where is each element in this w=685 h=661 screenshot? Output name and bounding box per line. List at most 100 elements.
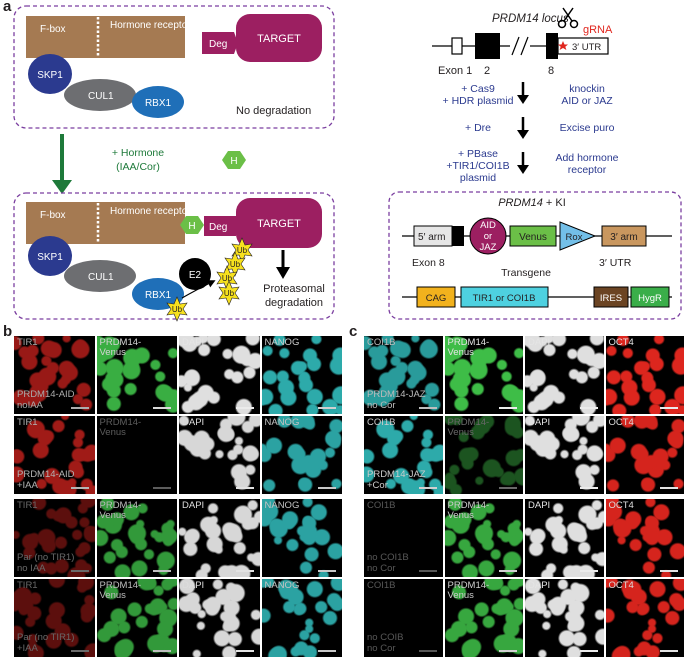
marker-label-line2: Venus [447, 590, 474, 601]
ub-label-3: Ub [222, 274, 233, 283]
marker-label: OCT4 [608, 337, 634, 348]
skp1-shape [28, 54, 72, 94]
scale-bar [318, 487, 336, 489]
degradation-label-line1: Proteasomal [263, 283, 325, 295]
hygr-label: HygR [638, 293, 662, 304]
b-micrograph-r3-c4: NANOG [261, 499, 342, 577]
scale-bar [70, 487, 89, 489]
ub-label-4: Ub [224, 289, 235, 298]
scale-bar [499, 407, 517, 409]
ki-utr-label: 3′ UTR [599, 257, 632, 269]
utr-label: 3′ UTR [572, 42, 601, 53]
scale-bar [235, 570, 254, 572]
condition-label: Par (no TIR1) [17, 552, 75, 563]
marker-label: NANOG [264, 500, 300, 511]
marker-label: DAPI [182, 580, 205, 591]
panel-letter-a: a [3, 0, 12, 15]
tir1-box [460, 286, 549, 308]
panel-letter-c: c [349, 323, 358, 340]
c-micrograph-r3-c3: DAPI [525, 499, 604, 577]
scale-bar [153, 650, 171, 652]
no-degradation-box [13, 5, 335, 129]
bound-hormone [180, 216, 204, 234]
b-micrograph-r4-c3: DAPI [179, 579, 260, 657]
scale-bar [579, 650, 598, 652]
b-micrograph-r1-c4: NANOG [261, 336, 342, 414]
marker-label: NANOG [264, 417, 300, 428]
c-micrograph-r1-c2: PRDM14-Venus [444, 336, 523, 414]
transgene-label: Transgene [501, 267, 551, 279]
condition-label: Par (no TIR1) [17, 632, 75, 643]
ki-title-rest: + KI [543, 197, 566, 209]
scale-bar [235, 407, 254, 409]
rbx1-shape-2 [132, 278, 184, 310]
marker-label: NANOG [264, 337, 300, 348]
exon2-label: 2 [484, 65, 490, 77]
cag-label: CAG [426, 293, 447, 304]
aid-jaz-degron [469, 217, 507, 255]
step2-right-line1: Excise puro [560, 122, 615, 134]
step1-left-line2: + HDR plasmid [443, 95, 514, 107]
hormone-label-line2: (IAA/Cor) [116, 161, 160, 173]
target-label-2: TARGET [257, 218, 301, 230]
fbox-receptor-shape [26, 16, 185, 58]
exon8-box [546, 33, 558, 59]
condition-label-line2: no Cor [367, 643, 396, 654]
ki-title-gene: PRDM14 [498, 197, 543, 209]
marker-label: DAPI [528, 500, 551, 511]
step3-left-line3: plasmid [460, 172, 496, 184]
scale-bar [418, 570, 437, 572]
five-arm-label: 5′ arm [418, 232, 445, 243]
scale-bar [579, 407, 598, 409]
marker-label: NANOG [264, 580, 300, 591]
degradation-box [13, 192, 335, 320]
marker-label-line2: Venus [99, 427, 126, 438]
c-micrograph-r2-c4: OCT4 [605, 416, 684, 494]
deg-tag [202, 32, 238, 54]
scale-bar [318, 570, 336, 572]
marker-label: PRDM14- [447, 500, 490, 511]
condition-label-line2: noIAA [17, 400, 43, 411]
rbx1-label-2: RBX1 [145, 290, 172, 301]
rbx1-label: RBX1 [145, 98, 172, 109]
c-micrograph-r4-c2: PRDM14-Venus [444, 579, 523, 657]
exon1-label: Exon 1 [438, 65, 472, 77]
marker-label: DAPI [182, 337, 205, 348]
c-micrograph-r2-c3: DAPI [525, 416, 604, 494]
c-micrograph-r3-c4: OCT4 [605, 499, 684, 577]
ub-label-1: Ub [237, 246, 248, 255]
condition-label-line2: +IAA [17, 480, 38, 491]
step1-right-line2: AID or JAZ [561, 95, 613, 107]
step3-arrow [517, 165, 529, 174]
scale-bar [660, 407, 678, 409]
step3-left-line1: + PBase [458, 148, 498, 160]
hormone-receptor-label: Hormone receptor [110, 20, 191, 31]
scale-bar [499, 570, 517, 572]
scale-bar [660, 487, 678, 489]
step1-arrow [517, 95, 529, 104]
scale-bar [418, 487, 437, 489]
ki-exon8-label: Exon 8 [412, 257, 445, 269]
step3-right-line1: Add hormone [555, 152, 618, 164]
bound-hormone-label: H [188, 221, 195, 232]
marker-label: COI1B [367, 500, 396, 511]
marker-label: COI1B [367, 417, 396, 428]
aid-label-line2: or [484, 231, 492, 242]
scale-bar [579, 487, 598, 489]
aid-label-line3: JAZ [480, 242, 497, 253]
marker-label: TIR1 [17, 500, 38, 511]
scale-bar [70, 407, 89, 409]
marker-label: OCT4 [608, 580, 634, 591]
cul1-label-2: CUL1 [88, 272, 114, 283]
marker-label-line2: Venus [447, 347, 474, 358]
cul1-shape-2 [64, 260, 136, 292]
fbox-receptor-shape-2 [26, 202, 185, 244]
b-micrograph-r3-c3: DAPI [179, 499, 260, 577]
c-micrograph-r3-c2: PRDM14-Venus [444, 499, 523, 577]
deg-label-2: Deg [209, 222, 227, 233]
condition-label: PRDM14-JAZ [367, 389, 426, 400]
